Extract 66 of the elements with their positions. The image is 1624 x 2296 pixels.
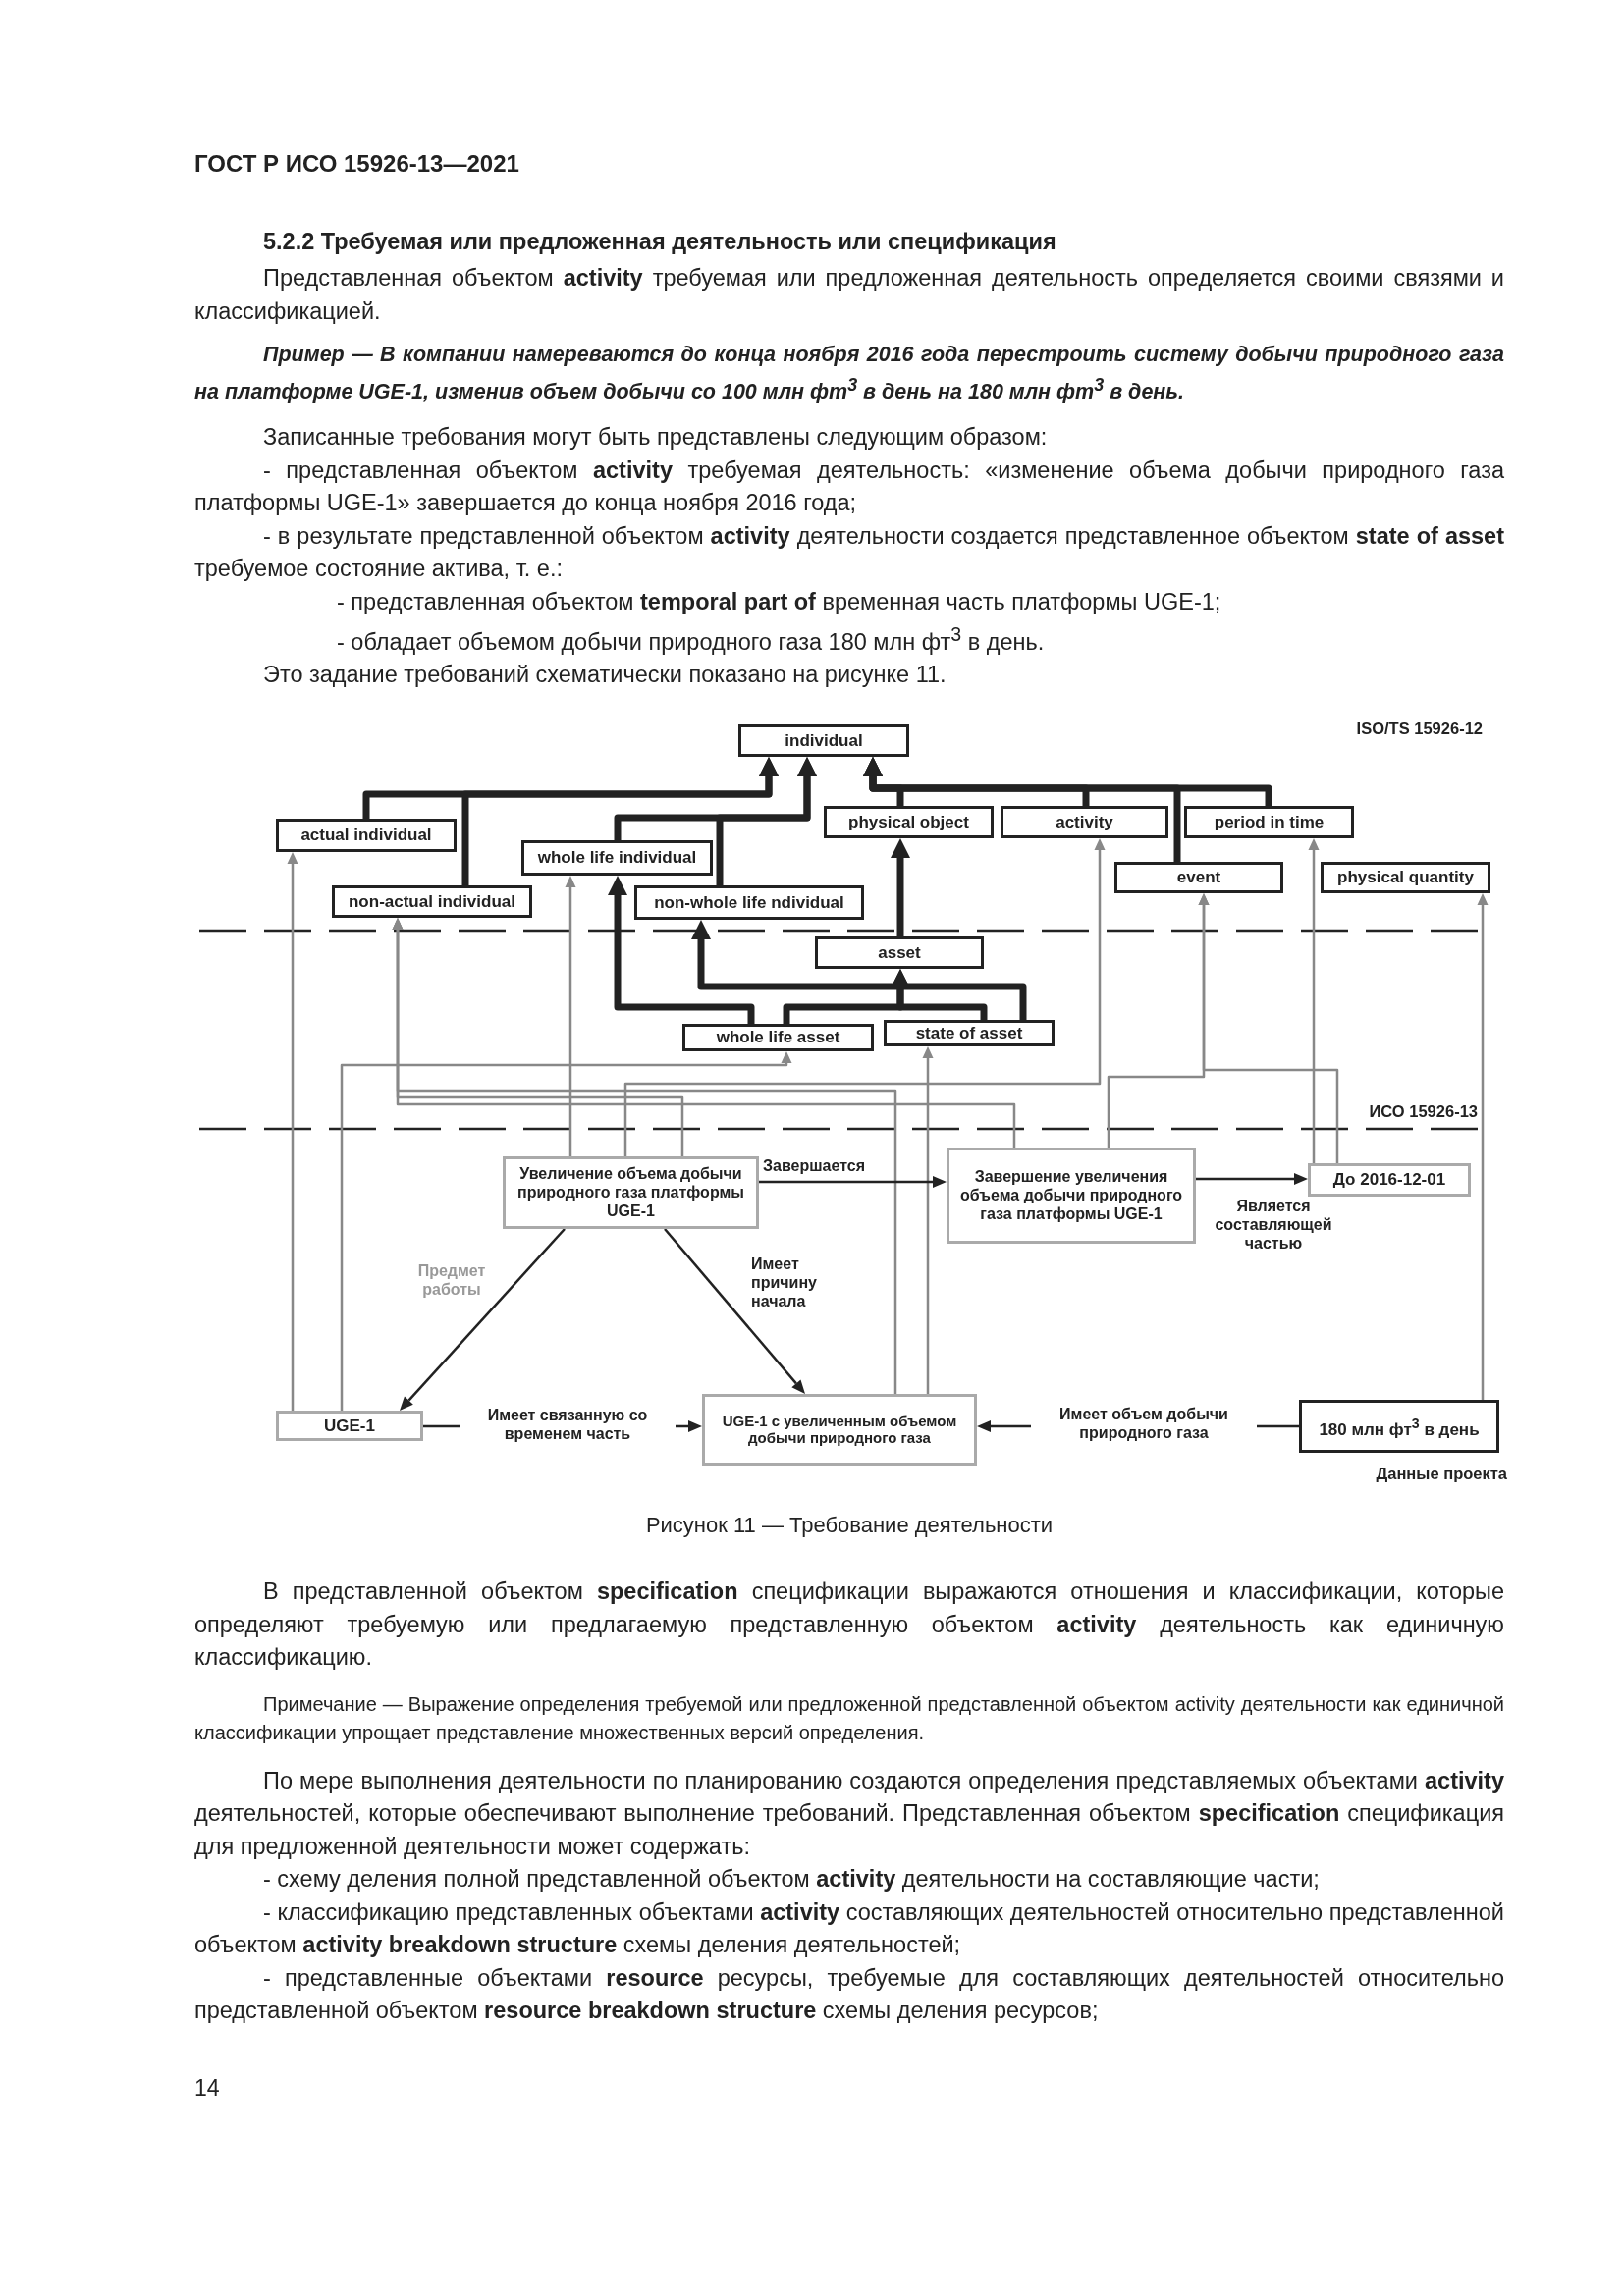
- class-box: non-actual individual: [332, 885, 532, 918]
- instance-box: До 2016-12-01: [1308, 1163, 1471, 1197]
- class-box: activity: [1001, 806, 1168, 838]
- arrow: [891, 969, 988, 1020]
- list-item: - в результате представленной объектом activity деятельности создается представленное объектом state of asset требуемое состояние актива, т. е.:: [194, 521, 1504, 584]
- paragraph: Представленная объектом activity требуемая или предложенная деятельность определяется своими связями и классификацией.: [194, 264, 1504, 326]
- list-item: - представленная объектом activity требуемая деятельность: «изменение объема добычи природного газа платформы UGE-1» завершается до конца ноября 2016 года;: [194, 455, 1504, 518]
- paragraph: Это задание требований схематически показано на рисунке 11.: [262, 661, 947, 690]
- paragraph: В представленной объектом specification спецификации выражаются отношения и классификации, которые определяют требуемую или предлагаемую представленную объектом activity деятельность как единичную классификацию.: [194, 1577, 1504, 1673]
- example-paragraph: Пример — В компании намереваются до конца ноября 2016 года перестроить систему добычи природного газа на платформе UGE-1, изменив объем добычи со 100 млн фт$^{3}$ в день на 180 млн фт$^{3}$ в день.: [194, 342, 1504, 406]
- note-paragraph: Примечание — Выражение определения требуемой или предложенной представленной объектом activity деятельности как единичной классификации упрощает представление множественных версий определения.: [194, 1692, 1504, 1745]
- class-box: actual individual: [276, 819, 457, 852]
- edge-label: Завершается: [763, 1156, 866, 1175]
- arrow: [608, 876, 755, 1024]
- list-item: - схему деления полной представленной объектом activity деятельности на составляющие части;: [262, 1865, 1321, 1895]
- standard-label: ISO/TS 15926-12: [1355, 720, 1483, 738]
- edge-label: Имеет объем добычи природного газа: [1031, 1405, 1257, 1442]
- list-item: - обладает объемом добычи природного газа 180 млн фт$^{3}$ в день.: [337, 622, 1046, 657]
- arrow: [623, 838, 1106, 1156]
- class-box: event: [1114, 862, 1283, 893]
- running-header: ГОСТ Р ИСО 15926-13—2021: [194, 149, 520, 179]
- arrow: [1196, 1173, 1308, 1185]
- arrow: [716, 757, 817, 885]
- arrow: [461, 757, 779, 885]
- instance-box: UGE-1: [276, 1411, 423, 1441]
- edge-label: Имеет причину начала: [751, 1255, 818, 1310]
- paragraph: Записанные требования могут быть представлены следующим образом:: [262, 423, 1049, 453]
- edge-label: Имеет связанную со временем часть: [460, 1406, 676, 1443]
- arrow: [664, 1228, 805, 1394]
- standard-label: ИСО 15926-13: [1368, 1102, 1478, 1121]
- list-item: - классификацию представленных объектами activity составляющих деятельностей относительно представленной объектом activity breakdown structure схемы деления деятельностей;: [194, 1898, 1504, 1960]
- figure-caption: Рисунок 11 — Требование деятельности: [644, 1512, 1055, 1539]
- class-box: whole life asset: [682, 1024, 874, 1051]
- arrow: [691, 920, 1027, 1020]
- arrow: [400, 1228, 566, 1411]
- arrow: [922, 1046, 934, 1394]
- section-label: Данные проекта: [1375, 1465, 1507, 1483]
- instance-box: Завершение увеличения объема добычи природного газа платформы UGE-1: [947, 1148, 1196, 1244]
- edge-label: Является составляющей частью: [1214, 1197, 1333, 1253]
- class-box: state of asset: [884, 1020, 1055, 1046]
- arrow: [891, 838, 910, 936]
- arrow: [1198, 893, 1339, 1163]
- arrow: [392, 918, 1016, 1148]
- class-box: physical quantity: [1321, 862, 1490, 893]
- instance-box: Увеличение объема добычи природного газа платформы UGE-1: [503, 1156, 759, 1229]
- instance-box: UGE-1 с увеличенным объемом добычи природного газа: [702, 1394, 977, 1466]
- arrow: [565, 876, 576, 1156]
- list-item: - представленная объектом temporal part of временная часть платформы UGE-1;: [337, 587, 1222, 616]
- edge-label: Предмет работы: [416, 1261, 487, 1299]
- arrow: [340, 1051, 792, 1411]
- arrow: [863, 757, 1272, 806]
- arrow: [1477, 893, 1489, 1400]
- arrow: [759, 1176, 947, 1188]
- class-box: 180 млн фт$^{3}$ в день: [1299, 1400, 1499, 1453]
- arrow: [287, 852, 298, 1411]
- class-box: individual: [738, 724, 909, 757]
- paragraph: По мере выполнения деятельности по планированию создаются определения представляемых объектами activity деятельностей, которые обеспечивают выполнение требований. Представленная объектом specification спецификация для предложенной деятельности может содержать:: [194, 1767, 1504, 1861]
- class-box: non-whole life ndividual: [634, 885, 864, 920]
- class-box: physical object: [824, 806, 994, 838]
- class-box: asset: [815, 936, 984, 969]
- page-number: 14: [194, 2075, 221, 2102]
- arrow: [1308, 838, 1320, 1163]
- class-box: whole life individual: [521, 840, 713, 876]
- class-box: period in time: [1184, 806, 1354, 838]
- section-heading: 5.2.2 Требуемая или предложенная деятельность или спецификация: [262, 227, 1057, 256]
- list-item: - представленные объектами resource ресурсы, требуемые для составляющих деятельностей относительно представленной объектом resource breakdown structure схемы деления ресурсов;: [194, 1964, 1504, 2026]
